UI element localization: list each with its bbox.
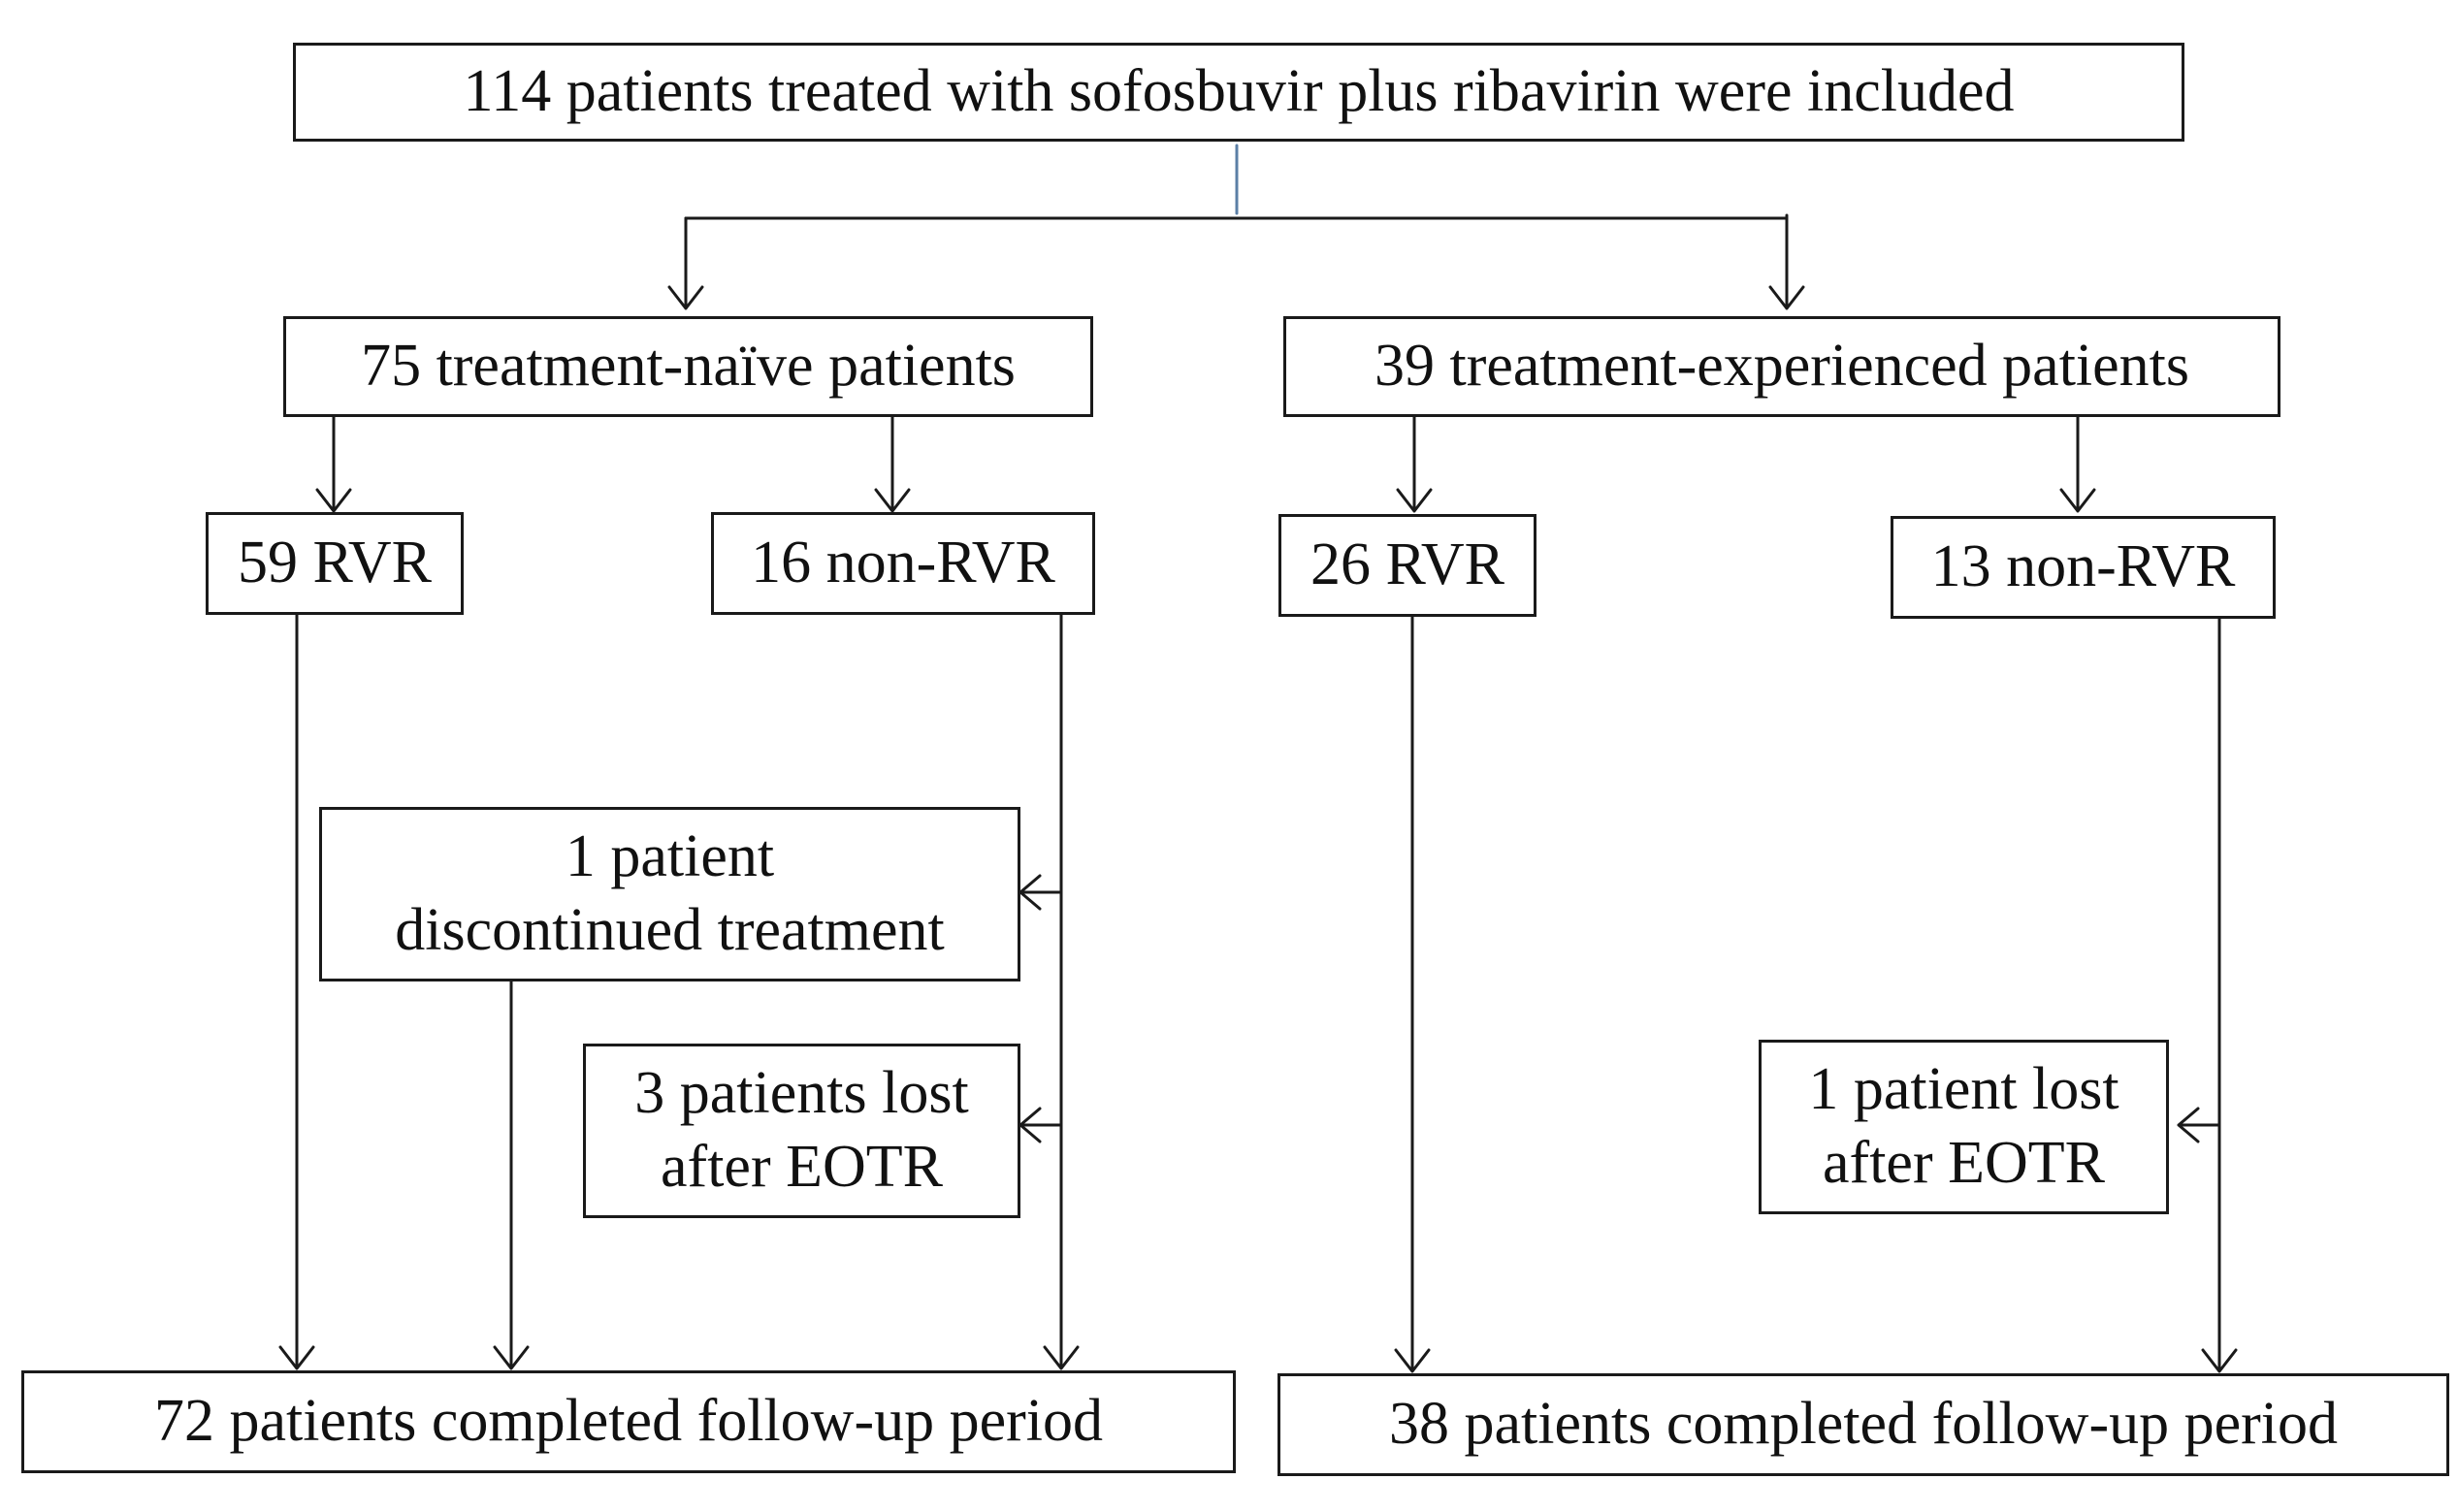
box-naive-lost-line1: 3 patients lost [634,1060,969,1127]
box-exp-lost-line2: after EOTR [1823,1130,2105,1196]
arrow-to-naive-non-rvr [874,415,911,513]
box-naive-rvr: 59 RVR [206,512,464,615]
box-naive: 75 treatment-naïve patients [283,316,1093,417]
box-naive-discontinued-line2: discontinued treatment [395,897,945,963]
box-naive-non-rvr-label: 16 non-RVR [751,530,1055,596]
arrow-to-naive-lost [1019,1107,1063,1143]
arrow-to-exp-non-rvr [2059,415,2096,513]
box-naive-rvr-label: 59 RVR [237,530,433,596]
box-experienced: 39 treatment-experienced patients [1283,316,2280,417]
arrow-to-naive [667,216,704,310]
box-included-label: 114 patients treated with sofosbuvir plu… [463,58,2015,125]
box-exp-lost-line1: 1 patient lost [1808,1056,2119,1123]
box-naive-label: 75 treatment-naïve patients [361,333,1016,400]
box-included: 114 patients treated with sofosbuvir plu… [293,43,2184,142]
box-naive-lost-line2: after EOTR [661,1134,943,1200]
box-exp-lost: 1 patient lost after EOTR [1759,1040,2169,1214]
arrow-discontinued-to-completed [493,980,530,1370]
box-exp-completed-label: 38 patients completed follow-up period [1389,1391,2338,1458]
box-naive-completed-label: 72 patients completed follow-up period [154,1388,1103,1455]
arrow-to-discontinued [1019,874,1063,911]
box-naive-discontinued: 1 patient discontinued treatment [319,807,1020,981]
arrow-to-exp-lost [2177,1107,2221,1143]
box-naive-completed: 72 patients completed follow-up period [21,1370,1236,1473]
arrow-to-experienced [1768,213,1805,310]
box-experienced-label: 39 treatment-experienced patients [1374,333,2190,400]
box-exp-non-rvr: 13 non-RVR [1891,516,2276,619]
arrow-exp-non-rvr-to-completed [2201,617,2238,1373]
box-naive-non-rvr: 16 non-RVR [711,512,1095,615]
arrow-to-naive-rvr [315,415,352,513]
arrow-naive-non-rvr-to-completed [1043,612,1080,1370]
box-exp-rvr-label: 26 RVR [1310,531,1505,598]
arrow-exp-rvr-to-completed [1394,615,1431,1373]
box-exp-non-rvr-label: 13 non-RVR [1930,533,2236,600]
arrow-naive-rvr-to-completed [278,612,315,1370]
arrow-to-exp-rvr [1396,415,1433,513]
box-naive-lost: 3 patients lost after EOTR [583,1044,1020,1218]
box-exp-rvr: 26 RVR [1278,514,1536,617]
box-naive-discontinued-line1: 1 patient [565,823,775,890]
box-exp-completed: 38 patients completed follow-up period [1278,1373,2449,1476]
